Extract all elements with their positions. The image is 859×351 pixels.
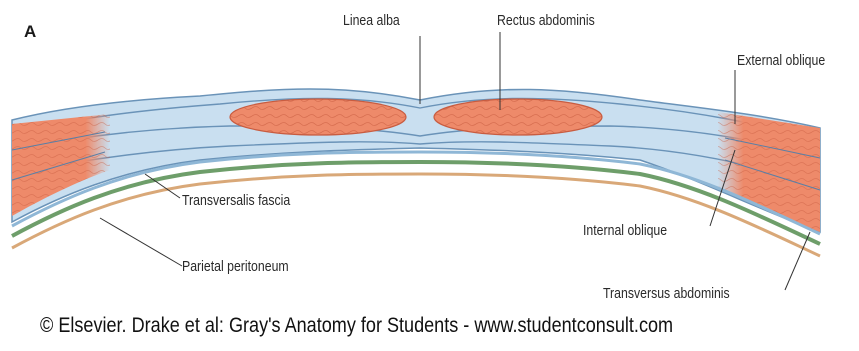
label-parietal-peritoneum: Parietal peritoneum: [182, 258, 289, 275]
label-internal-oblique: Internal oblique: [583, 222, 667, 239]
right-muscle-fibers: [718, 112, 820, 232]
label-linea-alba: Linea alba: [343, 12, 400, 29]
label-rectus-abdominis: Rectus abdominis: [497, 12, 595, 29]
panel-letter: A: [24, 22, 36, 42]
rectus-fibers-left: [230, 99, 406, 135]
leader-peritoneum: [100, 218, 182, 266]
label-transversus-abdominis: Transversus abdominis: [603, 285, 730, 302]
label-external-oblique: External oblique: [737, 52, 825, 69]
label-transversalis-fascia: Transversalis fascia: [182, 192, 290, 209]
copyright-caption: © Elsevier. Drake et al: Gray's Anatomy …: [40, 314, 673, 338]
rectus-fibers-right: [434, 99, 602, 135]
